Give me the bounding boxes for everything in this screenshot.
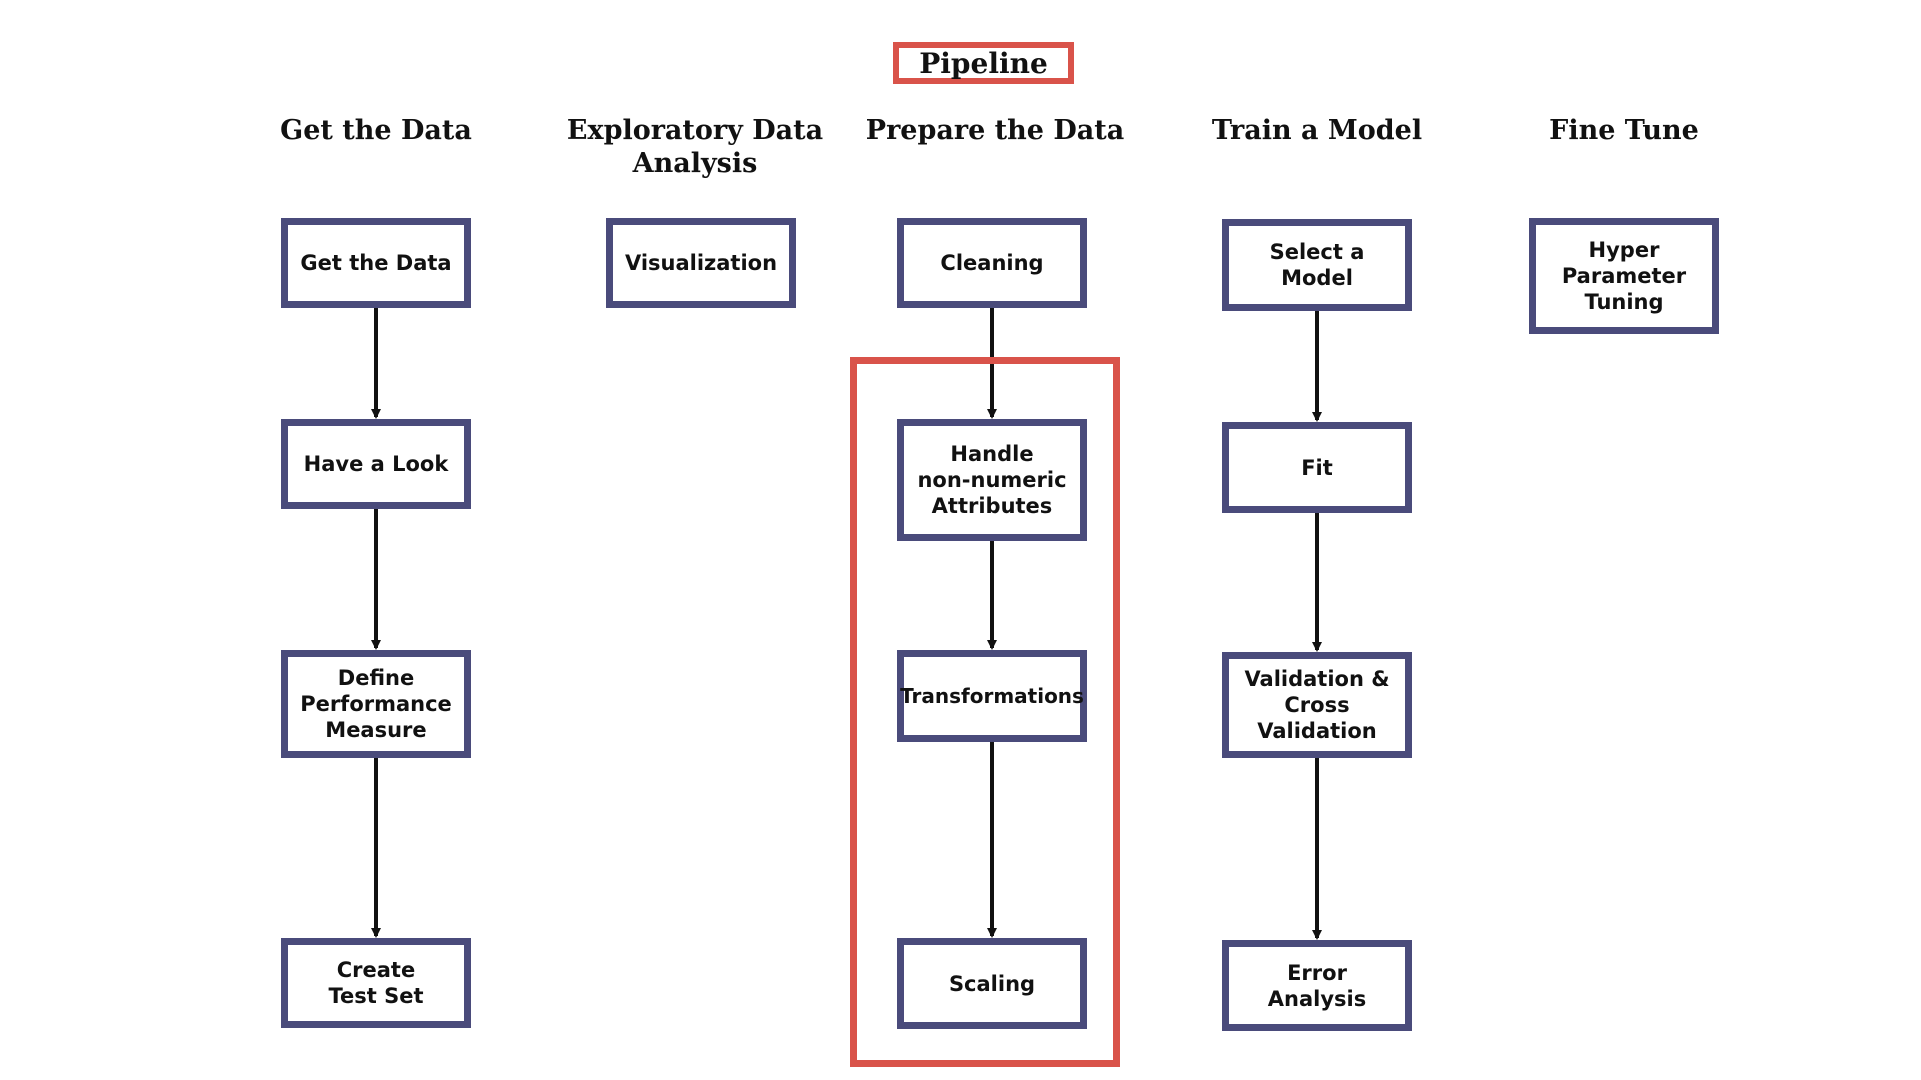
step-select-a-model: Select a Model [1222, 219, 1412, 311]
step-define-performance-measure: Define Performance Measure [281, 650, 471, 758]
step-cleaning: Cleaning [897, 218, 1087, 308]
header-fine-tune: Fine Tune [1549, 115, 1699, 146]
header-get-the-data: Get the Data [280, 115, 472, 146]
header-train-a-model: Train a Model [1211, 115, 1423, 146]
step-scaling: Scaling [897, 938, 1087, 1029]
step-validation-cross-validation: Validation & Cross Validation [1222, 652, 1412, 758]
prepare-data-highlight-frame [850, 357, 1120, 1067]
step-get-the-data: Get the Data [281, 218, 471, 308]
step-handle-non-numeric-attributes: Handle non-numeric Attributes [897, 419, 1087, 541]
header-exploratory-data-analysis: Exploratory Data Analysis [566, 115, 824, 179]
step-hyper-parameter-tuning: Hyper Parameter Tuning [1529, 218, 1719, 334]
step-visualization: Visualization [606, 218, 796, 308]
step-transformations: Transformations [897, 650, 1087, 742]
header-prepare-the-data: Prepare the Data [865, 115, 1125, 146]
step-have-a-look: Have a Look [281, 419, 471, 509]
step-create-test-set: Create Test Set [281, 938, 471, 1028]
step-error-analysis: Error Analysis [1222, 940, 1412, 1031]
step-fit: Fit [1222, 422, 1412, 513]
pipeline-title: Pipeline [893, 42, 1074, 84]
